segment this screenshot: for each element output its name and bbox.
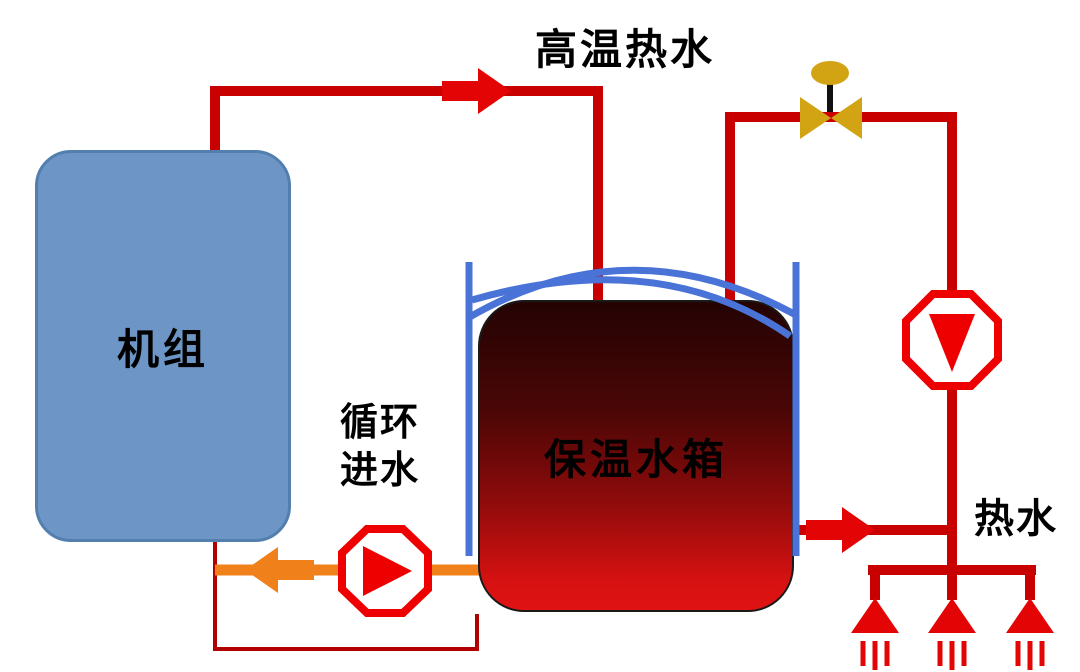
flow-arrow-right-outlet-icon (806, 507, 875, 553)
shower-icon (1006, 598, 1054, 670)
shower-icon (851, 598, 899, 670)
pump-left-icon (338, 525, 432, 617)
control-valve-icon (800, 61, 862, 139)
shower-cone (1006, 598, 1054, 633)
insulated-water-tank: 保温水箱 (478, 300, 794, 612)
unit-label: 机组 (116, 325, 209, 373)
high-temp-hot-water-label: 高温热水 (534, 26, 715, 73)
pump-right-octagon (902, 290, 1002, 390)
distribution-header-pipe (868, 565, 1036, 600)
chiller-unit: 机组 (35, 150, 291, 542)
circulation-inlet-label-line1: 循环 (339, 402, 420, 444)
shower-icon (928, 598, 976, 670)
hot-water-label: 热水 (974, 497, 1058, 541)
shower-cone (851, 598, 899, 633)
valve-stem (827, 78, 833, 112)
shower-spray (860, 641, 890, 670)
return-pipe-thin (213, 542, 479, 651)
valve-actuator (811, 61, 849, 85)
pump-right-icon (902, 290, 1002, 390)
circulation-inlet-label-line2: 进水 (339, 449, 420, 492)
shower-cone (928, 598, 976, 633)
valve-body-right (831, 97, 862, 139)
shower-spray (1015, 641, 1045, 670)
flow-arrow-left-circulation-icon (245, 547, 314, 593)
tank-label: 保温水箱 (543, 435, 728, 483)
circulation-inlet-label: 循环 进水 (320, 400, 440, 495)
flow-arrow-right-top-icon (442, 68, 511, 114)
valve-body-left (800, 97, 831, 139)
shower-outlets (851, 598, 1054, 670)
pump-left-impeller (363, 546, 412, 596)
pump-right-impeller (929, 314, 975, 372)
pump-left-octagon (338, 525, 432, 617)
shower-spray (937, 641, 967, 670)
